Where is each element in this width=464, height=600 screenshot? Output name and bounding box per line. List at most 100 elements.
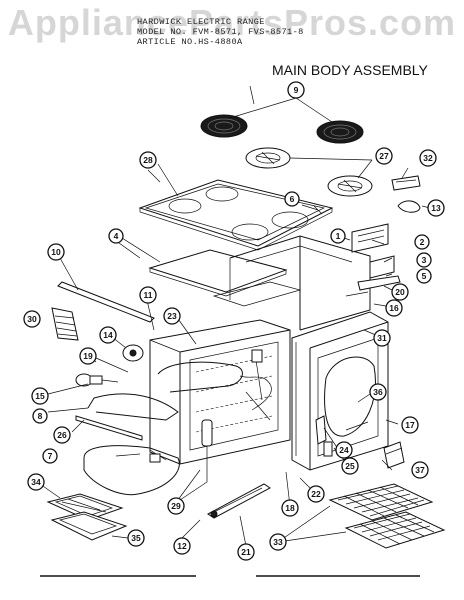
svg-text:13: 13 (431, 203, 441, 213)
svg-text:23: 23 (167, 311, 177, 321)
terminal-block (351, 223, 389, 253)
callout-19: 19 (79, 347, 97, 365)
oven-rack-lower (344, 511, 446, 549)
callout-14: 14 (99, 326, 117, 344)
svg-text:24: 24 (339, 445, 349, 455)
thermostat-knob (122, 344, 144, 362)
callout-29: 29 (167, 497, 185, 515)
callout-34: 34 (27, 473, 45, 491)
svg-text:26: 26 (57, 430, 67, 440)
svg-text:27: 27 (379, 151, 389, 161)
svg-text:14: 14 (103, 330, 113, 340)
header-line-3: ARTICLE NO.HS-4880A (137, 37, 243, 47)
svg-text:6: 6 (290, 194, 295, 204)
callout-23: 23 (163, 307, 181, 325)
svg-text:31: 31 (377, 333, 387, 343)
callout-17: 17 (401, 416, 419, 434)
callout-12: 12 (173, 537, 191, 555)
surface-element-right (316, 120, 364, 144)
svg-text:25: 25 (345, 461, 355, 471)
svg-text:17: 17 (405, 420, 415, 430)
callout-10: 10 (47, 243, 65, 261)
callout-33: 33 (269, 533, 287, 551)
svg-text:36: 36 (373, 387, 383, 397)
drip-pan-right (327, 175, 373, 197)
side-bracket (383, 441, 405, 469)
svg-text:28: 28 (143, 155, 153, 165)
drip-pan-left (245, 147, 291, 169)
header-line-2: MODEL NO. FVM-8571, FVS-8571-8 (137, 27, 304, 37)
drawer-slide-rail (207, 483, 271, 519)
svg-text:10: 10 (51, 247, 61, 257)
callout-35: 35 (127, 529, 145, 547)
svg-text:1: 1 (336, 231, 341, 241)
svg-text:21: 21 (241, 547, 251, 557)
callout-21: 21 (237, 543, 255, 561)
callout-30: 30 (23, 310, 41, 328)
callout-18: 18 (281, 499, 299, 517)
svg-text:12: 12 (177, 541, 187, 551)
callout-28: 28 (139, 151, 157, 169)
callout-27: 27 (375, 147, 393, 165)
bake-element (87, 393, 179, 421)
callout-31: 31 (373, 329, 391, 347)
wiring-harness (239, 349, 272, 421)
oven-rack-upper (328, 483, 434, 521)
svg-text:2: 2 (420, 237, 425, 247)
callout-11: 11 (139, 286, 157, 304)
callout-20: 20 (391, 283, 409, 301)
callout-32: 32 (419, 149, 437, 167)
callout-1: 1 (330, 228, 346, 244)
callout-6: 6 (284, 191, 300, 207)
callout-16: 16 (385, 299, 403, 317)
callout-22: 22 (307, 485, 325, 503)
vent-grille (51, 307, 79, 341)
svg-text:3: 3 (422, 255, 427, 265)
callout-4: 4 (108, 228, 124, 244)
callout-15: 15 (31, 387, 49, 405)
broil-element (157, 361, 243, 393)
lower-trim-bar (75, 415, 143, 441)
callout-9: 9 (287, 81, 305, 99)
svg-text:8: 8 (38, 411, 43, 421)
svg-text:11: 11 (144, 290, 153, 300)
lower-heating-element (83, 445, 180, 496)
svg-text:37: 37 (415, 465, 425, 475)
svg-text:33: 33 (273, 537, 283, 547)
broiler-pan-insert (50, 511, 128, 541)
callout-36: 36 (369, 383, 387, 401)
callout-25: 25 (341, 457, 359, 475)
svg-text:7: 7 (48, 451, 53, 461)
svg-text:32: 32 (423, 153, 433, 163)
svg-text:9: 9 (294, 85, 299, 95)
svg-text:20: 20 (395, 287, 405, 297)
svg-text:19: 19 (83, 351, 93, 361)
svg-text:29: 29 (171, 501, 181, 511)
cooktop-panel (138, 179, 334, 251)
callout-3: 3 (416, 252, 432, 268)
svg-text:4: 4 (114, 231, 119, 241)
oven-cavity (149, 319, 291, 465)
surface-element-left (200, 114, 248, 138)
side-trim-strip (57, 281, 155, 323)
svg-text:15: 15 (35, 391, 45, 401)
svg-text:5: 5 (422, 271, 427, 281)
top-shelf-plate (148, 249, 288, 297)
power-cord-clamp (397, 200, 421, 213)
svg-text:16: 16 (389, 303, 399, 313)
indicator-bezel (391, 175, 421, 191)
cabinet-back (212, 235, 371, 331)
svg-text:30: 30 (27, 314, 37, 324)
meat-probe (179, 419, 213, 501)
svg-text:35: 35 (131, 533, 141, 543)
callout-26: 26 (53, 426, 71, 444)
cover-plate (357, 275, 401, 291)
callout-7: 7 (42, 448, 58, 464)
svg-text:18: 18 (285, 503, 295, 513)
svg-text:34: 34 (31, 477, 41, 487)
header-line-1: HARDWICK ELECTRIC RANGE (137, 17, 265, 27)
oven-lamp (75, 373, 119, 387)
